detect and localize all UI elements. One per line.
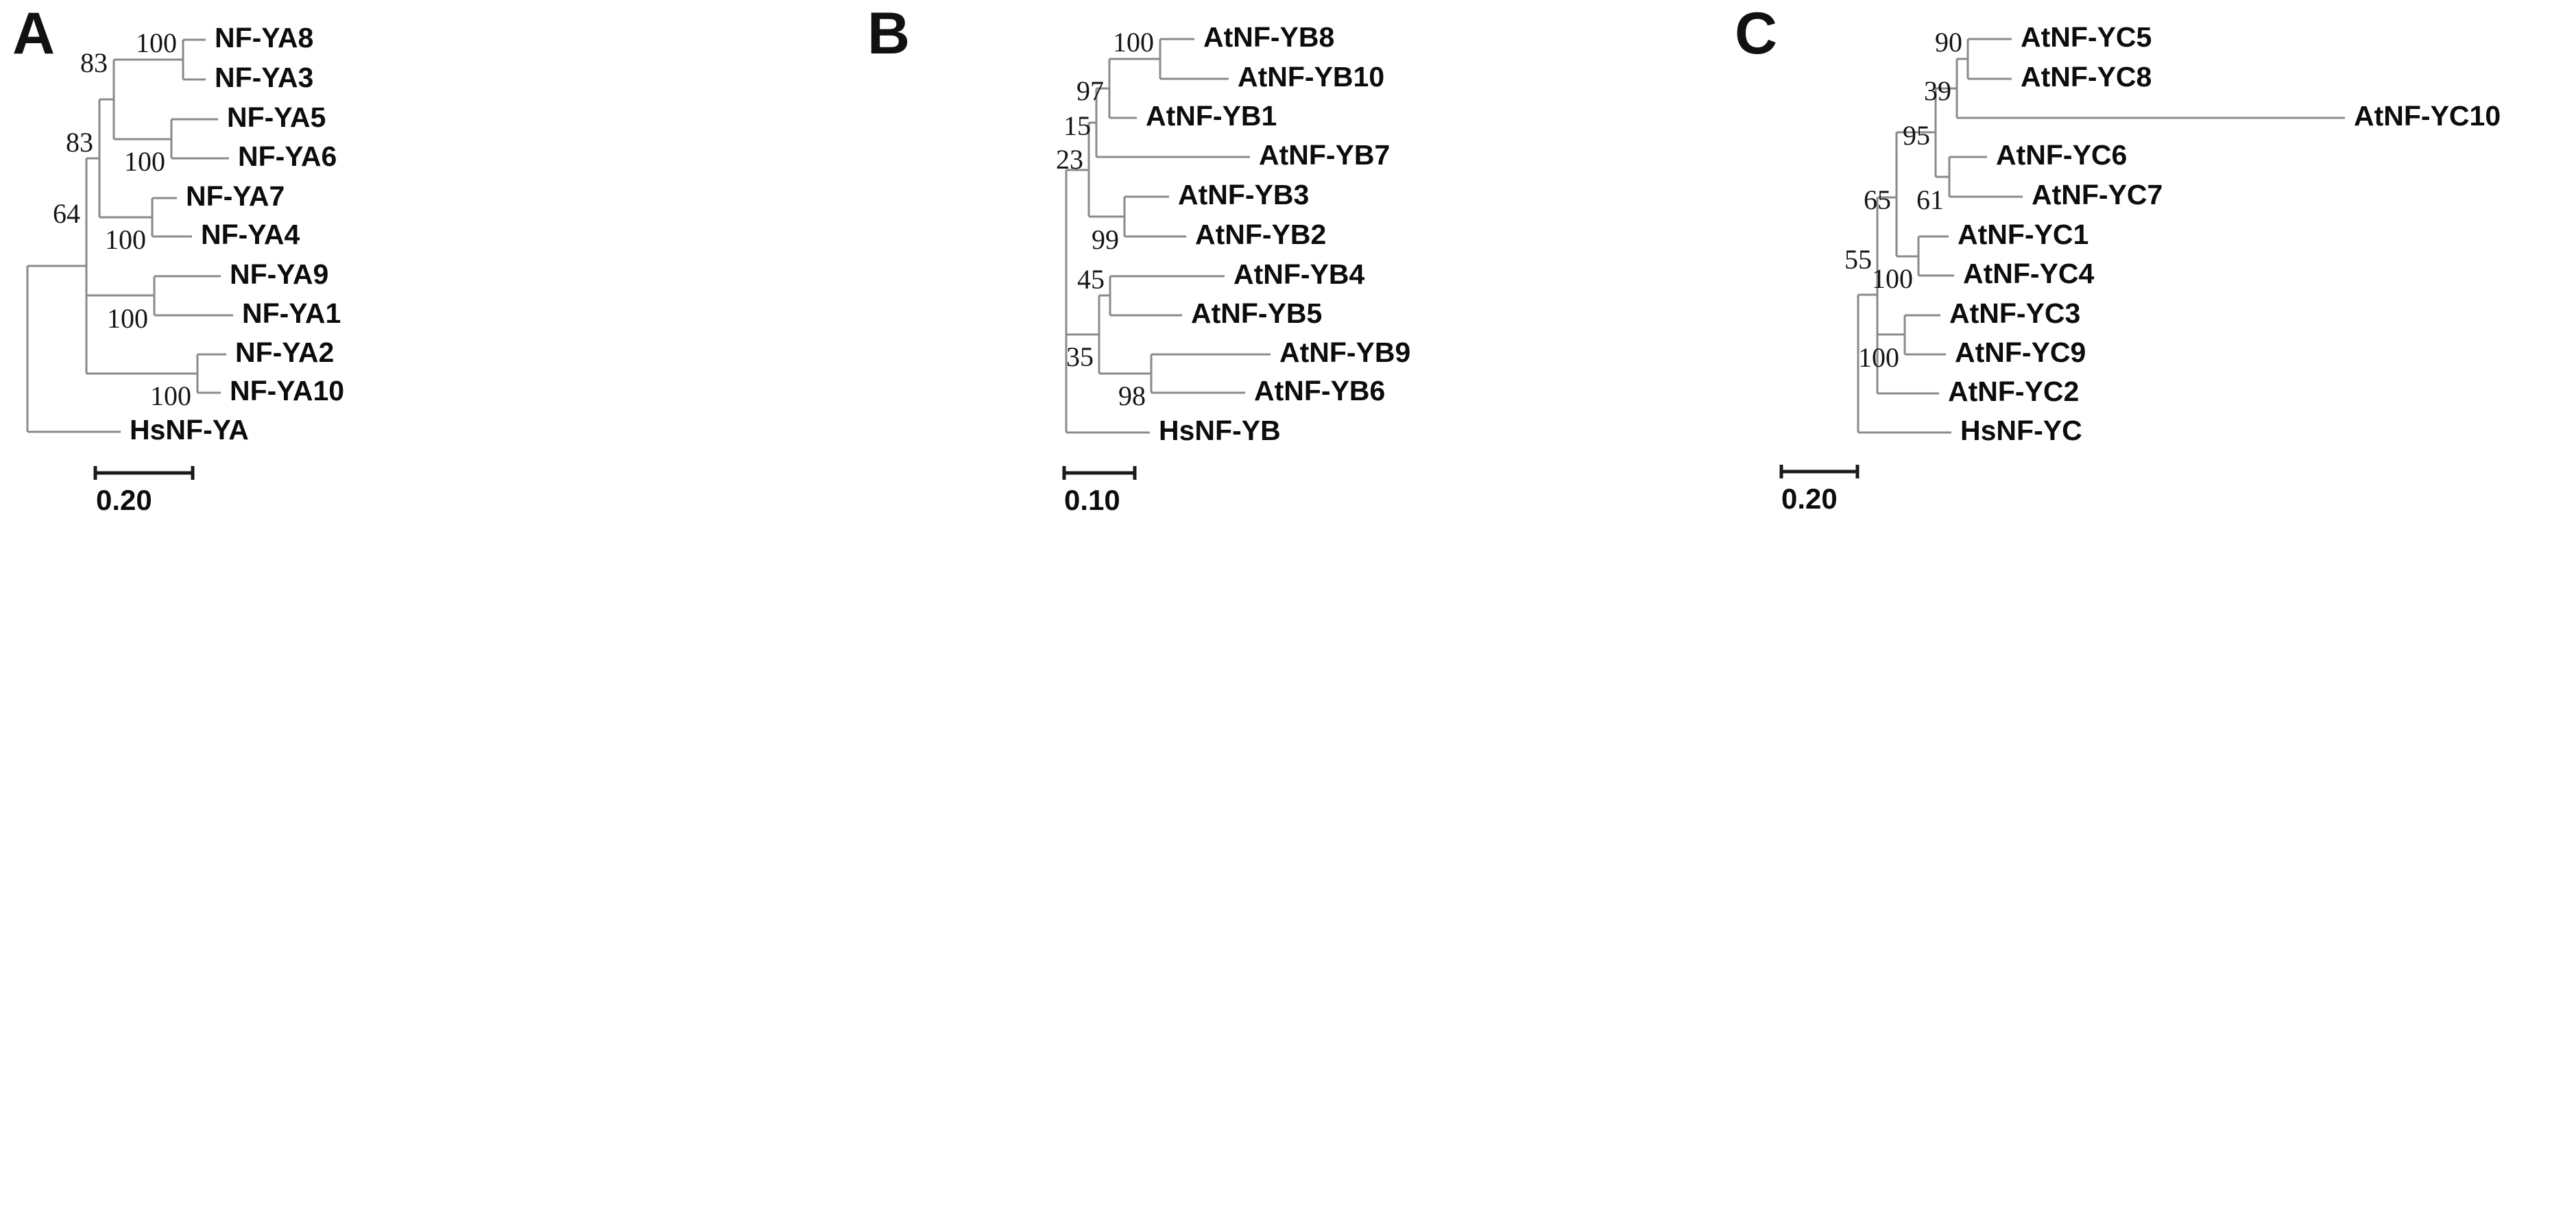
tip-label: AtNF-YC9 bbox=[1955, 337, 2086, 368]
tip-label: AtNF-YB10 bbox=[1238, 61, 1384, 93]
tree-a: 100 83 100 83 100 64 100 100 NF-YA8 NF-Y… bbox=[26, 22, 344, 516]
bootstrap-label: 90 bbox=[1935, 27, 1962, 58]
tip-label: AtNF-YC3 bbox=[1949, 297, 2080, 329]
tip-label: AtNF-YB6 bbox=[1254, 375, 1385, 406]
tree-c-bootstrap-labels: 90 39 95 61 65 55 100 100 bbox=[1844, 27, 1962, 373]
tree-c-branches bbox=[1857, 38, 2345, 434]
bootstrap-label: 100 bbox=[105, 224, 146, 255]
tree-c-tip-labels: AtNF-YC5 AtNF-YC8 AtNF-YC10 AtNF-YC6 AtN… bbox=[1948, 21, 2501, 446]
bootstrap-label: 65 bbox=[1864, 184, 1891, 215]
tip-label: AtNF-YB4 bbox=[1233, 258, 1365, 290]
panel-letter-b: B bbox=[867, 1, 911, 66]
tip-label: NF-YA5 bbox=[227, 101, 326, 133]
tree-b-branches bbox=[1065, 38, 1271, 434]
bootstrap-label: 23 bbox=[1056, 144, 1083, 175]
tip-label: AtNF-YC6 bbox=[1996, 139, 2127, 171]
panel-letter-c: C bbox=[1735, 1, 1778, 66]
tip-label: NF-YA6 bbox=[238, 141, 337, 172]
tip-label: NF-YA9 bbox=[230, 258, 328, 290]
tip-label: AtNF-YB8 bbox=[1203, 21, 1334, 53]
bootstrap-label: 39 bbox=[1924, 75, 1951, 106]
bootstrap-label: 100 bbox=[1872, 263, 1913, 294]
tip-label: NF-YA2 bbox=[235, 337, 334, 368]
tip-label: NF-YA3 bbox=[215, 62, 313, 93]
tip-label: AtNF-YC5 bbox=[2021, 21, 2152, 53]
panel-b: B bbox=[860, 0, 1721, 1231]
tip-label: HsNF-YA bbox=[130, 414, 249, 446]
tip-label: HsNF-YC bbox=[1960, 415, 2082, 446]
tip-label: HsNF-YB bbox=[1159, 415, 1281, 446]
tip-label: NF-YA8 bbox=[215, 22, 313, 53]
bootstrap-label: 97 bbox=[1076, 75, 1104, 106]
bootstrap-label: 15 bbox=[1063, 110, 1091, 141]
scale-bar-label-c: 0.20 bbox=[1781, 483, 1838, 515]
bootstrap-label: 45 bbox=[1077, 264, 1105, 295]
bootstrap-label: 98 bbox=[1118, 380, 1146, 411]
tree-a-tip-labels: NF-YA8 NF-YA3 NF-YA5 NF-YA6 NF-YA7 NF-YA… bbox=[130, 22, 344, 446]
bootstrap-label: 100 bbox=[1113, 27, 1154, 58]
bootstrap-label: 100 bbox=[107, 303, 148, 334]
tip-label: AtNF-YC4 bbox=[1963, 258, 2095, 289]
tip-label: AtNF-YC1 bbox=[1958, 219, 2089, 250]
panel-a: A bbox=[0, 0, 860, 1231]
tree-a-bootstrap-labels: 100 83 100 83 100 64 100 100 bbox=[53, 27, 191, 411]
bootstrap-label: 100 bbox=[150, 380, 191, 411]
tip-label: NF-YA1 bbox=[242, 297, 341, 329]
tree-b: 100 97 15 23 99 45 35 98 AtNF-YB8 AtNF-Y… bbox=[1056, 21, 1410, 516]
tip-label: AtNF-YB3 bbox=[1178, 179, 1309, 210]
bootstrap-label: 100 bbox=[124, 146, 165, 177]
bootstrap-label: 99 bbox=[1092, 224, 1119, 255]
bootstrap-label: 61 bbox=[1916, 184, 1944, 215]
tip-label: NF-YA10 bbox=[230, 375, 344, 406]
bootstrap-label: 83 bbox=[66, 127, 93, 158]
scale-bar-a bbox=[93, 466, 195, 480]
tip-label: AtNF-YB5 bbox=[1191, 297, 1322, 329]
tip-label: AtNF-YC7 bbox=[2032, 179, 2163, 210]
tip-label: NF-YA4 bbox=[201, 219, 300, 250]
bootstrap-label: 55 bbox=[1844, 244, 1872, 275]
scale-bar-b bbox=[1062, 466, 1137, 480]
tree-c: 90 39 95 61 65 55 100 100 AtNF-YC5 AtNF-… bbox=[1779, 21, 2501, 515]
scale-bar-c bbox=[1779, 465, 1859, 478]
tip-label: AtNF-YB7 bbox=[1259, 139, 1390, 171]
tip-label: AtNF-YC10 bbox=[2354, 100, 2501, 132]
tip-label: NF-YA7 bbox=[186, 180, 285, 212]
tip-label: AtNF-YB1 bbox=[1146, 100, 1277, 132]
tip-label: AtNF-YC2 bbox=[1948, 376, 2079, 407]
tree-b-tip-labels: AtNF-YB8 AtNF-YB10 AtNF-YB1 AtNF-YB7 AtN… bbox=[1146, 21, 1410, 446]
panel-letter-a: A bbox=[12, 1, 56, 66]
bootstrap-label: 83 bbox=[80, 47, 108, 78]
scale-bar-label-a: 0.20 bbox=[96, 484, 152, 516]
bootstrap-label: 35 bbox=[1066, 341, 1094, 372]
bootstrap-label: 100 bbox=[136, 27, 177, 58]
tip-label: AtNF-YC8 bbox=[2021, 61, 2152, 93]
scale-bar-label-b: 0.10 bbox=[1064, 484, 1120, 516]
tip-label: AtNF-YB2 bbox=[1195, 219, 1326, 250]
tree-a-branches bbox=[26, 38, 233, 433]
bootstrap-label: 100 bbox=[1858, 342, 1899, 373]
tip-label: AtNF-YB9 bbox=[1279, 337, 1410, 368]
bootstrap-label: 95 bbox=[1903, 120, 1930, 151]
panel-c: C bbox=[1721, 0, 2576, 1231]
bootstrap-label: 64 bbox=[53, 198, 80, 229]
tree-b-bootstrap-labels: 100 97 15 23 99 45 35 98 bbox=[1056, 27, 1154, 411]
